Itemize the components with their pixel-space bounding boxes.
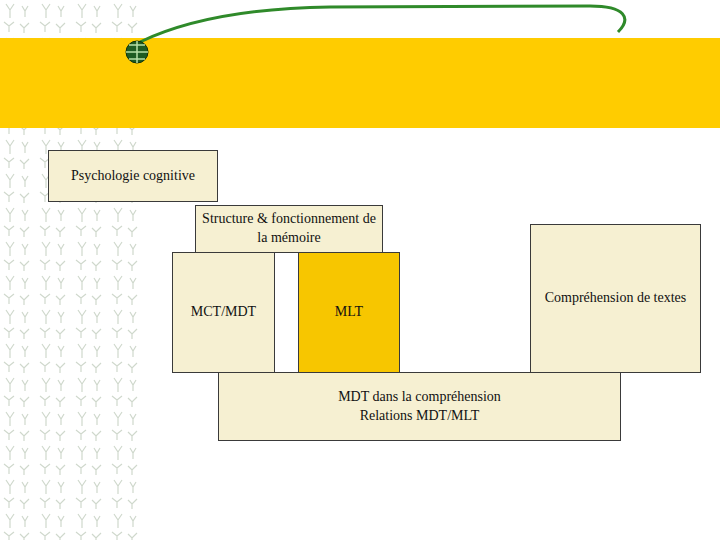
box-text-group: MLT: [335, 303, 363, 322]
concept-box: Compréhension de textes: [530, 224, 701, 373]
concept-box: MLT: [298, 252, 400, 373]
box-text-group: MDT dans la compréhension Relations MDT/…: [327, 388, 512, 426]
box-label: Psychologie cognitive: [71, 167, 195, 186]
concept-box: Psychologie cognitive: [48, 150, 218, 202]
concept-box: MCT/MDT: [172, 252, 275, 373]
box-text-group: Structure & fonctionnement de la mémoire: [201, 210, 377, 248]
globe-icon: [126, 41, 148, 63]
box-text-group: Psychologie cognitive: [71, 167, 195, 186]
box-label: MLT: [335, 303, 363, 322]
concept-box: Structure & fonctionnement de la mémoire: [195, 205, 383, 253]
green-curve: [140, 6, 625, 42]
box-text-group: MCT/MDT: [191, 303, 256, 322]
box-text-group: Compréhension de textes: [545, 289, 687, 308]
box-label: Structure & fonctionnement de la mémoire: [201, 210, 377, 248]
header-band: [0, 38, 720, 128]
box-label: Compréhension de textes: [545, 289, 687, 308]
concept-box: MDT dans la compréhension Relations MDT/…: [218, 372, 621, 441]
box-label: MDT dans la compréhension Relations MDT/…: [327, 388, 512, 426]
box-label: MCT/MDT: [191, 303, 256, 322]
